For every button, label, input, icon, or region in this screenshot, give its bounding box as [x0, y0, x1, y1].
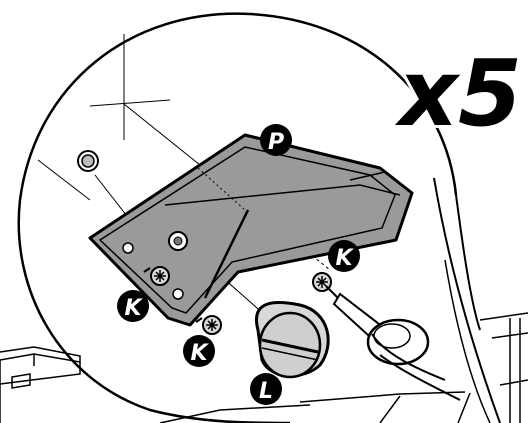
screwdriver [326, 286, 460, 400]
wall-hole [78, 151, 98, 171]
svg-text:K: K [190, 341, 209, 366]
plate-hole-center [169, 232, 187, 250]
cover-cap [256, 303, 328, 377]
label-k-upper: K [328, 240, 360, 272]
svg-text:K: K [335, 246, 354, 271]
label-k-left: K [117, 290, 149, 322]
svg-text:P: P [268, 130, 284, 155]
svg-text:L: L [259, 379, 273, 404]
label-l: L [250, 373, 282, 405]
screw-lower [196, 316, 221, 334]
label-p: P [260, 124, 292, 156]
plate-hole-lower [173, 289, 183, 299]
detail-circle-tail [434, 178, 500, 423]
label-k-lower: K [183, 335, 215, 367]
svg-text:K: K [124, 296, 143, 321]
quantity-multiplier: x5 [395, 40, 522, 147]
plate-hole-left [123, 243, 133, 253]
